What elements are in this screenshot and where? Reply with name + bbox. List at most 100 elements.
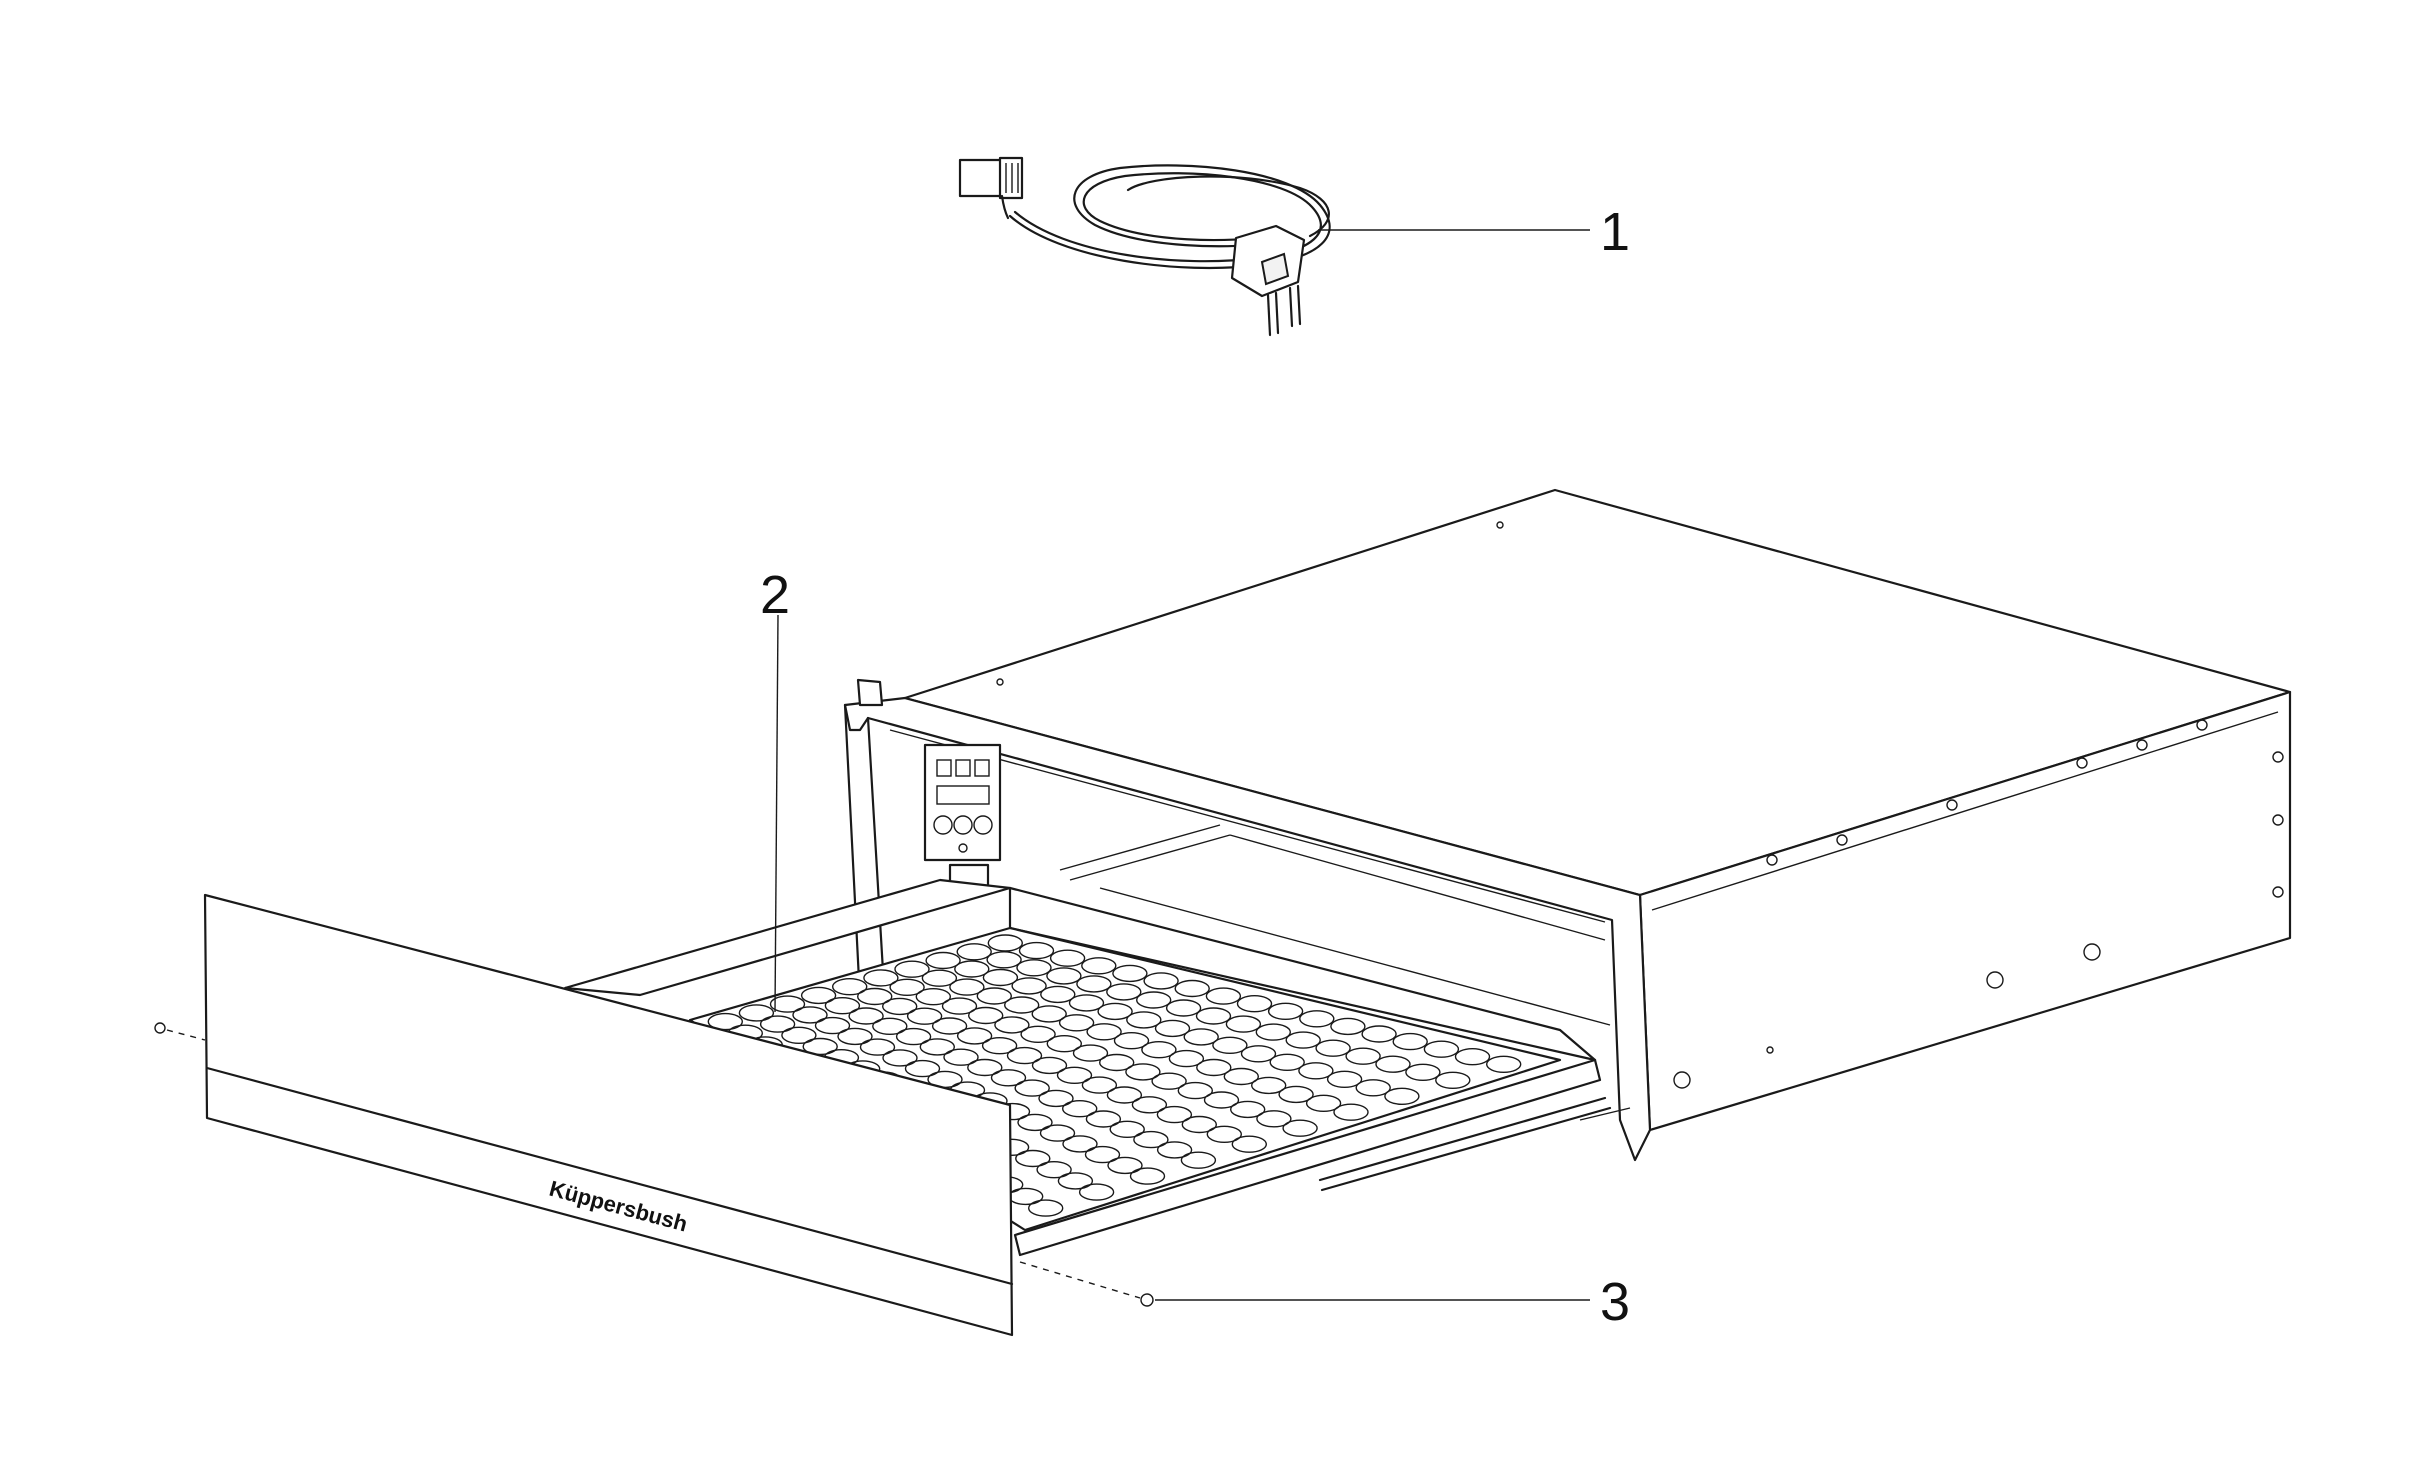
perforation-hole xyxy=(1056,1066,1093,1085)
perforation-hole xyxy=(1061,1099,1098,1118)
perforation-hole xyxy=(1027,1199,1064,1217)
perforation-hole xyxy=(1143,972,1179,990)
control-panel xyxy=(923,743,1002,889)
perforation-hole xyxy=(1062,1135,1098,1153)
perforation-hole xyxy=(1299,1010,1335,1028)
perforation-hole xyxy=(1485,1055,1522,1074)
perforation-hole xyxy=(956,943,992,961)
perforation-hole xyxy=(990,1069,1027,1087)
perforation-hole xyxy=(781,1026,817,1045)
perforation-hole xyxy=(1109,1120,1145,1139)
perforation-hole xyxy=(1098,1053,1135,1072)
callout-2-leader xyxy=(774,614,779,1013)
perforation-hole xyxy=(1016,959,1052,977)
perforation-hole xyxy=(1046,1034,1083,1053)
perforation-hole xyxy=(987,934,1023,952)
callout-2: 2 xyxy=(760,565,790,625)
perforation-hole xyxy=(1036,1160,1072,1179)
perforation-hole xyxy=(1255,1023,1292,1041)
perforation-hole xyxy=(1315,1039,1351,1057)
perforation-hole xyxy=(1183,1028,1219,1046)
perforation-hole xyxy=(1454,1047,1491,1066)
perforation-hole xyxy=(1011,977,1047,995)
perforation-hole xyxy=(1040,985,1076,1004)
perforation-hole xyxy=(1135,991,1172,1009)
perforation-hole xyxy=(738,1004,775,1022)
perforation-hole xyxy=(889,978,925,996)
perforation-hole xyxy=(1203,1091,1240,1109)
perforation-hole xyxy=(1236,995,1273,1013)
perforation-hole xyxy=(982,968,1019,987)
perforation-hole xyxy=(1112,964,1148,983)
perforation-hole xyxy=(1068,994,1105,1012)
perforation-hole xyxy=(1057,1172,1094,1190)
perforation-hole xyxy=(1345,1047,1381,1065)
perforation-hole xyxy=(1039,1124,1076,1142)
perforation-hole xyxy=(1330,1017,1366,1036)
perforation-hole xyxy=(1031,1005,1067,1023)
perforation-hole xyxy=(859,1038,896,1056)
perforation-hole xyxy=(986,951,1022,969)
perforation-hole xyxy=(1240,1045,1277,1063)
perforation-hole xyxy=(1154,1019,1191,1038)
perforation-hole xyxy=(1031,1056,1068,1075)
perforation-hole xyxy=(863,969,899,987)
perforation-hole xyxy=(1126,1011,1162,1029)
screw-part: 3 xyxy=(1019,1261,1630,1332)
perforation-hole xyxy=(1113,1031,1150,1050)
perforation-hole xyxy=(931,1017,968,1035)
perforation-hole xyxy=(1046,967,1082,985)
perforation-hole xyxy=(1285,1031,1321,1049)
perforation-hole xyxy=(1326,1070,1363,1089)
perforation-hole xyxy=(1174,979,1210,998)
perforation-hole xyxy=(1205,987,1242,1005)
perforation-hole xyxy=(872,1017,908,1036)
perforation-hole xyxy=(1305,1094,1342,1113)
perforation-hole xyxy=(792,1006,828,1024)
perforation-hole xyxy=(981,1036,1018,1055)
perforation-hole xyxy=(1049,949,1086,967)
perforation-hole xyxy=(1006,1046,1043,1065)
floor-perforations xyxy=(707,934,1522,1217)
power-cord: 1 xyxy=(958,156,1630,337)
perforation-hole xyxy=(921,969,958,987)
perforation-hole xyxy=(1133,1130,1169,1149)
perforation-hole xyxy=(968,1006,1004,1025)
perforation-hole xyxy=(1269,1053,1305,1072)
perforation-hole xyxy=(994,1016,1030,1034)
perforation-hole xyxy=(837,1027,873,1046)
perforation-hole xyxy=(1129,1167,1166,1185)
perforation-hole xyxy=(1206,1125,1243,1144)
perforation-hole xyxy=(769,995,806,1013)
perforation-hole xyxy=(832,978,868,996)
housing-front-frame xyxy=(843,696,1652,1162)
perforation-hole xyxy=(1076,975,1112,993)
perforation-hole xyxy=(956,1027,993,1045)
perforation-hole xyxy=(1180,1151,1217,1169)
perforation-hole xyxy=(1038,1089,1074,1108)
perforation-hole xyxy=(949,978,985,996)
perforation-hole xyxy=(882,997,918,1016)
perforation-hole xyxy=(1141,1040,1177,1059)
perforation-hole xyxy=(1018,941,1055,960)
perforation-hole xyxy=(1165,999,1202,1017)
perforation-hole xyxy=(1004,996,1040,1014)
perforation-hole xyxy=(904,1059,941,1078)
perforation-hole xyxy=(1181,1115,1218,1134)
perforation-hole xyxy=(1081,957,1117,975)
perforation-hole xyxy=(1106,983,1142,1001)
perforation-hole xyxy=(1256,1110,1292,1128)
screw-left xyxy=(154,1022,166,1034)
perforation-hole xyxy=(1125,1063,1161,1081)
perforation-hole xyxy=(1156,1105,1193,1124)
perforation-hole xyxy=(976,987,1012,1005)
perforation-hole xyxy=(814,1016,851,1035)
perforation-hole xyxy=(1177,1081,1214,1100)
perforation-hole xyxy=(800,986,837,1005)
drawer: Küppersbush 2 xyxy=(154,565,1631,1337)
perforation-hole xyxy=(1151,1072,1187,1090)
perforation-hole xyxy=(1058,1014,1095,1032)
drawer-slide-rail xyxy=(1013,1058,1602,1257)
drawer-front-panel xyxy=(203,893,1014,1337)
